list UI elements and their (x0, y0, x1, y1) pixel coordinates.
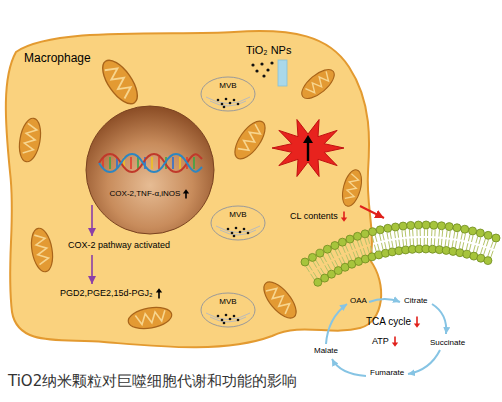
decrease-arrow (391, 336, 399, 347)
mvb-vesicle: MVB (200, 292, 256, 328)
mvb-label: MVB (219, 297, 236, 306)
cycle-label-group: TCA cycle (366, 316, 421, 328)
gene-label: COX-2,TNF-α,iNOS (110, 189, 181, 198)
metabolite-label-group: OAA (350, 296, 367, 305)
mvb-label-group: MVB (229, 210, 246, 219)
pathway-label-group: COX-2 pathway activated (68, 240, 170, 250)
macrophage-cell: MacrophageCOX-2,TNF-α,iNOS MVB MVB MVB (4, 22, 384, 352)
caption: TiO2纳米颗粒对巨噬细胞代谢和功能的影响 (8, 373, 297, 390)
pathway-label: COX-2 pathway activated (68, 240, 170, 250)
mvb-vesicle: MVB (200, 76, 256, 112)
metabolite-label-group: Succinate (430, 338, 465, 347)
particle-label-group: TiO₂ NPs (246, 44, 291, 57)
product-label-group: PGD2,PGE2,15d-PGJ₂ (60, 288, 163, 299)
product-label: PGD2,PGE2,15d-PGJ₂ (60, 288, 153, 298)
mvb-label-group: MVB (219, 297, 236, 306)
particle-label: TiO₂ NPs (246, 44, 291, 57)
metabolite-label: Malate (314, 346, 338, 355)
cell-title: Macrophage (24, 52, 91, 66)
decrease-arrow (413, 316, 421, 328)
increase-arrow (182, 189, 190, 199)
mvb-vesicle: MVB (210, 205, 266, 241)
cell-title-group: Macrophage (24, 52, 91, 66)
metabolite-label: Citrate (404, 296, 428, 305)
metabolite-label: OAA (350, 296, 367, 305)
metabolite-label-group: Malate (314, 346, 338, 355)
metabolite-label: Fumarate (370, 368, 404, 377)
metabolite-label: Succinate (430, 338, 465, 347)
gene-label-group: COX-2,TNF-α,iNOS (110, 189, 191, 199)
metabolite-label-group: Fumarate (370, 368, 404, 377)
increase-arrow (155, 288, 163, 299)
caption-group: TiO2纳米颗粒对巨噬细胞代谢和功能的影响 (8, 373, 297, 390)
mvb-label: MVB (219, 81, 236, 90)
cardiolipin-label: CL contents (290, 211, 338, 221)
cardiolipin-label-group: CL contents (290, 211, 348, 222)
metabolite-label-group: Citrate (404, 296, 428, 305)
mvb-label-group: MVB (219, 81, 236, 90)
energy-label-group: ATP (372, 336, 399, 347)
nucleus: COX-2,TNF-α,iNOS (85, 105, 215, 235)
mvb-label: MVB (229, 210, 246, 219)
cycle-label: TCA cycle (366, 316, 411, 328)
energy-label: ATP (372, 336, 389, 346)
decrease-arrow (340, 211, 348, 222)
nucleus-outline (85, 105, 215, 235)
